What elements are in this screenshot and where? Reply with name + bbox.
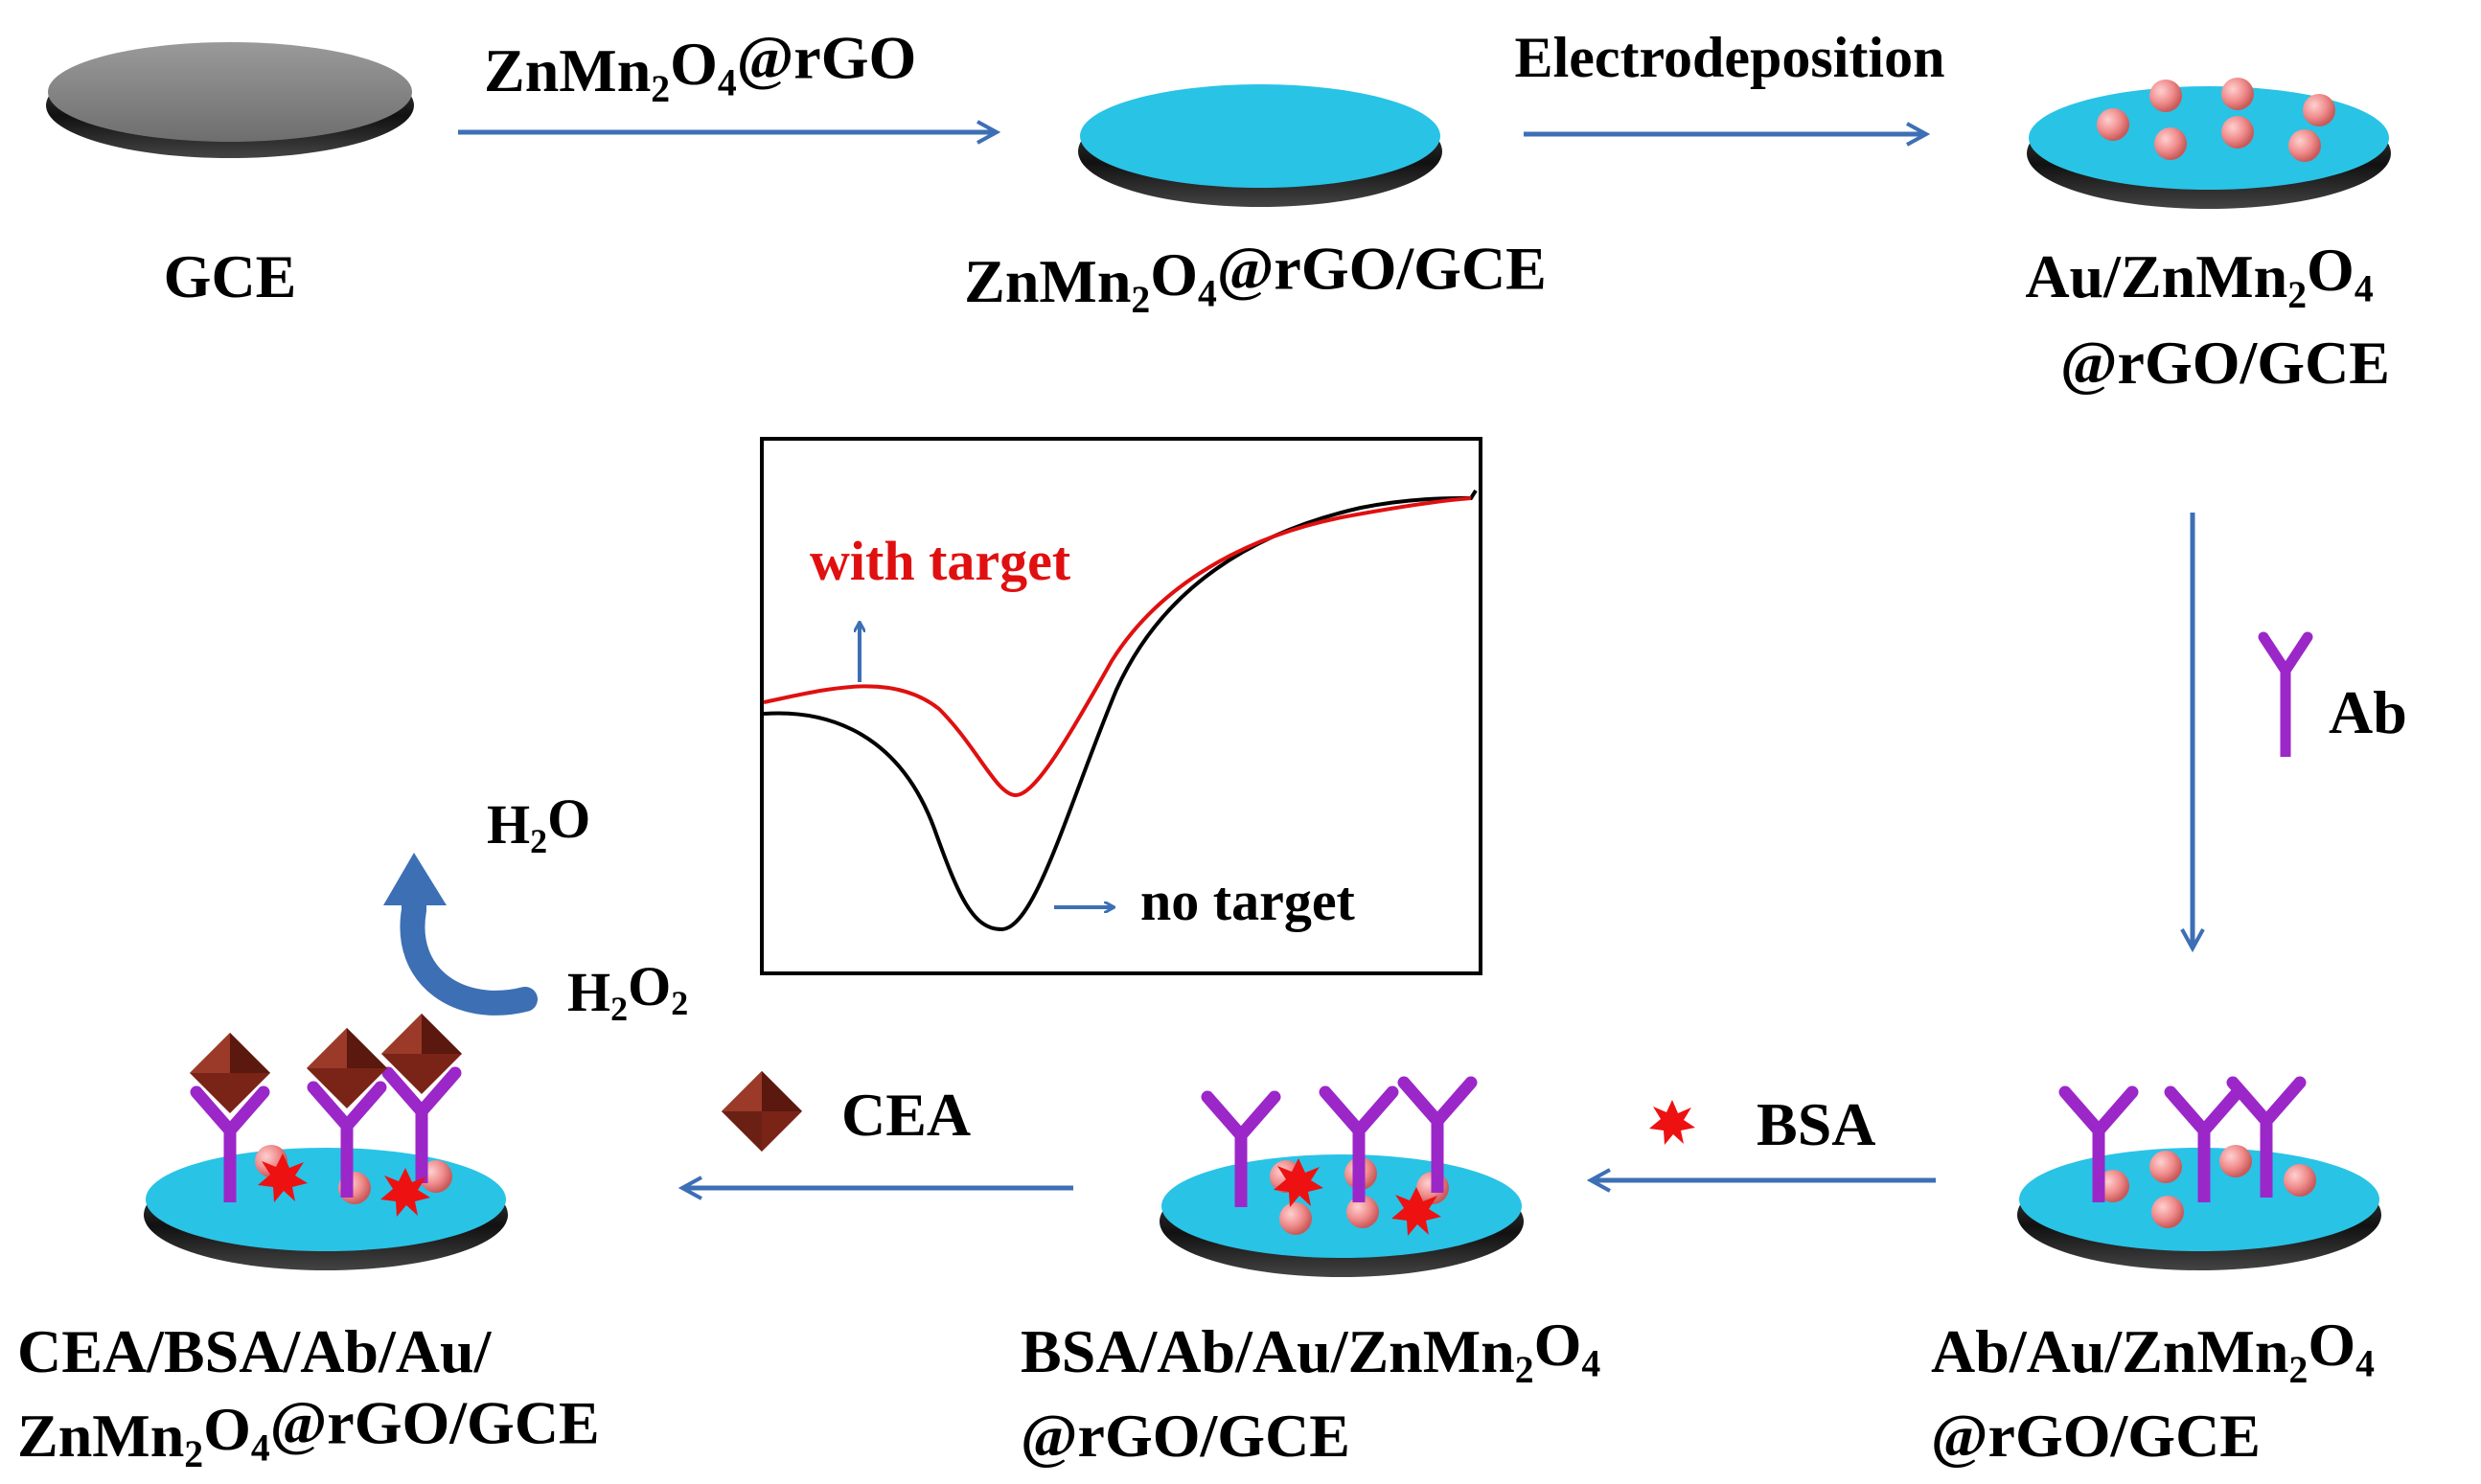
cea-molecule — [307, 1028, 387, 1108]
cea-molecule — [381, 1014, 462, 1094]
au-nanoparticle — [1346, 1196, 1379, 1228]
bsa-molecule — [380, 1168, 430, 1217]
arrow-label-cea: CEA — [841, 1081, 971, 1149]
au-nanoparticle — [1279, 1202, 1312, 1235]
electrode-zmo-rgo-gce — [1078, 84, 1442, 207]
arrow-label-zmo-rgo: ZnMn2O4@rGO — [484, 23, 916, 110]
electrode-ab-au — [2017, 1076, 2381, 1270]
antibody — [2058, 1085, 2139, 1202]
cea-molecule — [190, 1033, 270, 1113]
au-nanoparticle — [2154, 127, 2187, 160]
antibody — [2226, 1076, 2307, 1198]
electrode-bsa-ab — [1160, 1076, 1524, 1277]
bsa-molecule — [1391, 1187, 1441, 1236]
arrow-label-electrodeposition: Electrodeposition — [1515, 26, 1945, 89]
antibody — [381, 1066, 462, 1183]
label-bsa-ab-line2: @rGO/GCE — [1021, 1402, 1350, 1470]
label-au-zmo-line2: @rGO/GCE — [2060, 329, 2390, 397]
electrode-cea-bsa — [144, 1014, 508, 1270]
cea-legend-icon — [722, 1071, 802, 1152]
label-with-target: with target — [810, 530, 1071, 592]
label-ab-au-line2: @rGO/GCE — [1931, 1402, 2261, 1470]
au-nanoparticle — [2097, 108, 2129, 141]
antibody — [307, 1081, 387, 1198]
label-cea-bsa-line1: CEA/BSA/Ab/Au/ — [17, 1317, 493, 1385]
antibody — [1319, 1085, 1399, 1202]
label-bsa-ab-line1: BSA/Ab/Au/ZnMn2O4 — [1021, 1311, 1600, 1391]
inset-frame — [760, 437, 1482, 975]
label-cea-bsa-line2: ZnMn2O4@rGO/GCE — [17, 1388, 600, 1475]
au-nanoparticle — [2149, 1151, 2182, 1183]
electrode-au-zmo — [2027, 78, 2391, 209]
inset-dpv-plot: with target no target — [760, 437, 1482, 975]
au-nanoparticle — [2149, 80, 2182, 112]
label-ab-au-line1: Ab/Au/ZnMn2O4 — [1931, 1311, 2375, 1391]
au-nanoparticle — [2288, 129, 2321, 162]
catalysis-curved-arrow — [383, 853, 538, 1016]
au-nanoparticle — [2303, 94, 2335, 126]
au-nanoparticle — [2284, 1164, 2316, 1197]
label-zmo-rgo-gce: ZnMn2O4@rGO/GCE — [964, 234, 1547, 321]
antibody — [1201, 1090, 1281, 1207]
arrow-label-ab: Ab — [2329, 678, 2407, 746]
curve-with-target — [763, 496, 1472, 798]
electrode-gce — [46, 42, 414, 158]
antibody — [190, 1085, 270, 1202]
bsa-legend-icon — [1649, 1100, 1695, 1145]
label-h2o: H2O — [487, 788, 590, 860]
au-nanoparticle — [2219, 1145, 2252, 1177]
label-h2o2: H2O2 — [567, 955, 688, 1028]
label-gce: GCE — [164, 242, 297, 310]
antibody-legend-icon — [2258, 631, 2313, 757]
au-nanoparticle — [2221, 78, 2254, 110]
bsa-molecule — [1274, 1158, 1323, 1207]
antibody — [1397, 1076, 1478, 1193]
au-nanoparticle — [2151, 1196, 2184, 1228]
au-nanoparticle — [2221, 116, 2254, 148]
antibody — [2164, 1085, 2244, 1202]
label-no-target: no target — [1140, 870, 1356, 932]
bsa-molecule — [258, 1153, 308, 1202]
label-au-zmo-line1: Au/ZnMn2O4 — [2025, 236, 2374, 316]
curve-no-target — [763, 489, 1478, 932]
arrow-label-bsa: BSA — [1757, 1090, 1876, 1158]
